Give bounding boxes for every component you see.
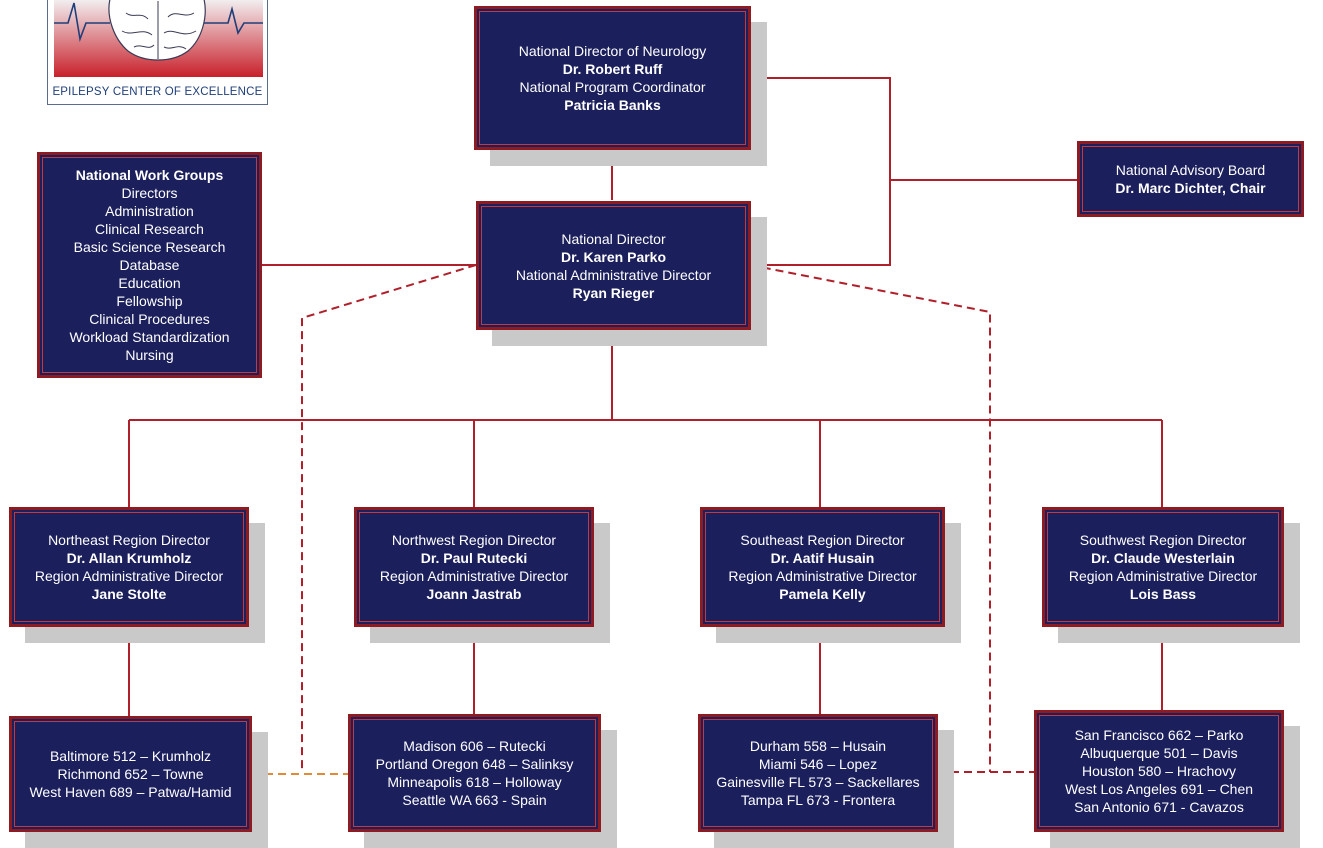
work-group-item: Administration [105,203,194,219]
northeast-region-box: Northeast Region Director Dr. Allan Krum… [9,507,249,627]
site-item: Richmond 652 – Towne [57,766,204,782]
work-group-item: Education [118,275,181,291]
national-director-box: National Director Dr. Karen Parko Nation… [476,201,751,330]
dashed-national-to-east [749,264,991,772]
neurology-director-name: Dr. Robert Ruff [562,61,663,77]
region-admin-name: Pamela Kelly [779,586,866,602]
site-item: Durham 558 – Husain [749,738,887,754]
region-title: Northwest Region Director [391,532,557,548]
work-group-item: Clinical Research [95,221,204,237]
dashed-national-to-west [301,264,477,772]
region-title: Southeast Region Director [740,532,905,548]
site-item: Seattle WA 663 - Spain [402,792,547,808]
southwest-region-box: Southwest Region Director Dr. Claude Wes… [1042,507,1284,627]
southeast-sites-box: Durham 558 – Husain Miami 546 – Lopez Ga… [698,714,938,832]
work-groups-title: National Work Groups [75,167,224,183]
work-group-item: Directors [121,185,178,201]
region-admin-name: Joann Jastrab [426,586,522,602]
neurology-title: National Director of Neurology [518,43,707,59]
work-group-item: Fellowship [116,293,183,309]
advisory-chair: Dr. Marc Dichter, Chair [1115,180,1266,196]
advisory-board-box: National Advisory Board Dr. Marc Dichter… [1077,141,1304,217]
line-neurology-to-national-right [750,77,891,266]
national-admin-name: Ryan Rieger [572,284,655,301]
work-groups-box: National Work Groups Directors Administr… [37,152,262,378]
work-group-item: Database [119,257,180,273]
site-item: San Francisco 662 – Parko [1074,727,1244,743]
national-director-name: Dr. Karen Parko [560,248,667,265]
region-admin-title: Region Administrative Director [379,568,569,584]
national-title: National Director [561,230,666,247]
region-director-name: Dr. Allan Krumholz [66,550,192,566]
advisory-title: National Advisory Board [1115,162,1266,178]
northeast-sites-box: Baltimore 512 – Krumholz Richmond 652 – … [9,716,252,832]
work-group-item: Clinical Procedures [89,311,210,327]
region-admin-title: Region Administrative Director [1068,568,1258,584]
northwest-region-box: Northwest Region Director Dr. Paul Rutec… [354,507,594,627]
work-group-item: Nursing [125,347,174,363]
region-admin-title: Region Administrative Director [34,568,224,584]
site-item: Baltimore 512 – Krumholz [49,748,212,764]
region-director-name: Dr. Claude Westerlain [1091,550,1235,566]
site-item: Madison 606 – Rutecki [403,738,546,754]
national-admin-title: National Administrative Director [515,266,712,283]
region-title: Southwest Region Director [1079,532,1247,548]
site-item: West Haven 689 – Patwa/Hamid [29,784,232,800]
region-director-name: Dr. Paul Rutecki [420,550,528,566]
work-group-item: Basic Science Research [73,239,226,255]
region-admin-name: Lois Bass [1129,586,1197,602]
site-item: Albuquerque 501 – Davis [1080,745,1238,761]
region-admin-name: Jane Stolte [91,586,167,602]
southeast-region-box: Southeast Region Director Dr. Aatif Husa… [700,507,945,627]
site-item: Houston 580 – Hrachovy [1081,763,1237,779]
site-item: West Los Angeles 691 – Chen [1064,781,1254,797]
region-director-name: Dr. Aatif Husain [770,550,875,566]
epilepsy-center-logo: EPILEPSY CENTER OF EXCELLENCE [47,0,268,105]
site-item: Gainesville FL 573 – Sackellares [716,774,920,790]
neurology-director-box: National Director of Neurology Dr. Rober… [474,6,751,150]
site-item: San Antonio 671 - Cavazos [1074,799,1244,815]
neurology-coordinator-title: National Program Coordinator [519,79,706,95]
site-item: Portland Oregon 648 – Salinksy [375,756,574,772]
site-item: Minneapolis 618 – Holloway [387,774,562,790]
neurology-coordinator-name: Patricia Banks [564,97,661,113]
southwest-sites-box: San Francisco 662 – Parko Albuquerque 50… [1034,710,1284,832]
work-group-item: Workload Standardization [69,329,230,345]
logo-caption: EPILEPSY CENTER OF EXCELLENCE [52,86,263,98]
region-admin-title: Region Administrative Director [728,568,917,584]
region-title: Northeast Region Director [48,532,210,548]
site-item: Miami 546 – Lopez [758,756,878,772]
site-item: Tampa FL 673 - Frontera [740,792,896,808]
northwest-sites-box: Madison 606 – Rutecki Portland Oregon 64… [348,714,601,832]
brain-ecg-logo-icon [54,0,263,77]
